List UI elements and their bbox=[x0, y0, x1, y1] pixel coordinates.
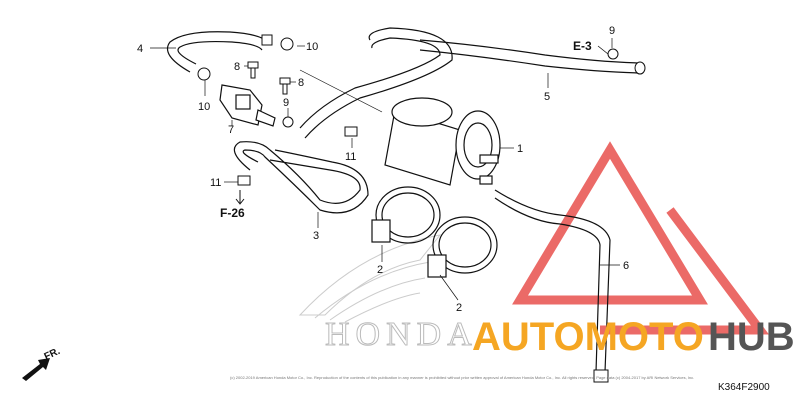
reference-f26-arrow bbox=[235, 190, 245, 205]
callout-8-left: 8 bbox=[234, 61, 240, 73]
callout-1: 1 bbox=[517, 143, 523, 155]
callout-10-lower: 10 bbox=[198, 101, 210, 113]
clip-10-lower bbox=[197, 67, 211, 81]
watermark-logo bbox=[512, 141, 769, 335]
solenoid-valve-7[interactable] bbox=[219, 84, 276, 127]
callout-2-upper: 2 bbox=[377, 264, 383, 276]
callout-4: 4 bbox=[137, 43, 143, 55]
callout-5: 5 bbox=[544, 91, 550, 103]
hose-6[interactable] bbox=[494, 189, 611, 373]
copyright-notice: (c) 2002-2019 American Honda Motor Co., … bbox=[230, 375, 694, 380]
honda-wing-logo bbox=[298, 234, 442, 323]
reference-e3-arrow bbox=[597, 45, 609, 55]
hose-6-end bbox=[593, 369, 609, 383]
callout-11-upper: 11 bbox=[345, 151, 356, 163]
callout-11-lower: 11 bbox=[210, 177, 221, 189]
hose-5-end bbox=[634, 61, 646, 75]
callout-2-lower: 2 bbox=[456, 302, 462, 314]
reference-e3[interactable]: E-3 bbox=[573, 39, 592, 53]
clip-9-left bbox=[282, 116, 294, 128]
clip-10-upper bbox=[280, 37, 294, 51]
callout-3: 3 bbox=[313, 230, 319, 242]
callout-9-left: 9 bbox=[283, 97, 289, 109]
honda-brand-text: HONDA bbox=[325, 316, 478, 353]
diagram-code: K364F2900 bbox=[718, 382, 770, 393]
front-direction-label: FR. bbox=[43, 346, 62, 363]
callout-8-right: 8 bbox=[298, 77, 304, 89]
callout-6: 6 bbox=[623, 260, 629, 272]
callout-9-right: 9 bbox=[609, 25, 615, 37]
hose-4-end bbox=[261, 34, 273, 46]
clip-11-lower bbox=[237, 175, 251, 186]
reference-f26[interactable]: F-26 bbox=[220, 206, 245, 220]
canister-1[interactable] bbox=[384, 97, 501, 186]
clamp-band-2-upper[interactable] bbox=[371, 186, 441, 244]
leader-lines bbox=[150, 38, 620, 301]
bolt-8-right bbox=[279, 77, 291, 95]
clamp-band-2-lower[interactable] bbox=[427, 216, 498, 278]
hose-3[interactable] bbox=[233, 141, 369, 214]
clip-11-upper bbox=[344, 126, 358, 137]
callout-10-upper: 10 bbox=[306, 41, 318, 53]
hose-4[interactable] bbox=[166, 31, 269, 73]
bolt-8-left bbox=[247, 61, 259, 79]
watermark-text-accent: AUTOMOTO bbox=[472, 315, 704, 359]
callout-7: 7 bbox=[228, 124, 234, 136]
clip-9-right bbox=[607, 48, 619, 60]
hose-5[interactable] bbox=[299, 27, 641, 139]
watermark-text-dark: HUB bbox=[708, 315, 795, 359]
front-direction-arrow-icon bbox=[22, 358, 50, 381]
